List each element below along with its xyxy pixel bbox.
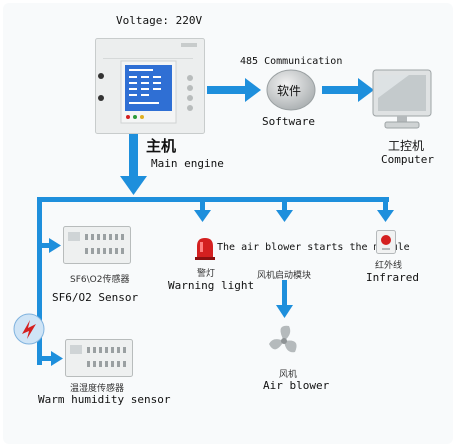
warning-label-zh: 警灯 <box>197 269 216 279</box>
arrow-head-sf6 <box>49 238 61 253</box>
warning-label-en: Warning light <box>168 279 255 292</box>
branch-warning <box>200 200 205 212</box>
arrow-head-humidity <box>51 351 63 366</box>
fan-icon <box>265 322 303 360</box>
arrow-head-blower <box>276 305 293 318</box>
computer-label-en: Computer <box>381 153 434 166</box>
controller-label-en: Main engine <box>151 157 224 170</box>
branch-infrared <box>383 200 388 212</box>
module-label-zh: 风机启动模块 <box>257 271 312 281</box>
arrow-shaft-to-software <box>207 86 247 94</box>
software-circle-icon <box>265 68 317 112</box>
branch-blower <box>282 280 287 308</box>
humidity-label-zh: 温湿度传感器 <box>70 384 125 394</box>
infrared-label-zh: 红外线 <box>375 261 403 271</box>
sf6-label-en: SF6/O2 Sensor <box>52 291 139 304</box>
branch-module <box>282 200 287 212</box>
watermark-logo-icon <box>12 312 46 346</box>
arrow-head-warning <box>194 210 211 222</box>
branch-humidity <box>37 356 53 361</box>
software-label: Software <box>262 115 315 128</box>
arrow-shaft-down <box>129 134 138 178</box>
sf6-sensor-icon <box>63 226 131 264</box>
warning-light-icon <box>194 236 216 260</box>
arrow-head-infrared <box>377 210 394 222</box>
arrow-shaft-to-computer <box>322 86 360 94</box>
bus-line <box>37 197 389 202</box>
computer-label-zh: 工控机 <box>388 139 425 153</box>
monitor-icon <box>369 68 435 132</box>
infrared-sensor-icon <box>376 230 396 254</box>
sf6-label-zh: SF6\O2传感器 <box>70 275 130 285</box>
infrared-label-en: Infrared <box>366 271 419 284</box>
humidity-sensor-icon <box>65 339 133 377</box>
controller-panel-icon <box>95 38 205 134</box>
branch-sf6 <box>37 243 51 248</box>
left-vertical-line <box>37 197 42 365</box>
arrow-head-to-computer <box>358 78 374 102</box>
humidity-label-en: Warm humidity sensor <box>38 393 171 406</box>
controller-label-zh: 主机 <box>146 137 177 155</box>
communication-label: 485 Communication <box>240 56 343 67</box>
module-label-en: The air blower starts the module <box>217 242 410 253</box>
software-badge: 软件 <box>277 84 302 98</box>
arrow-head-down <box>120 176 147 195</box>
blower-label-en: Air blower <box>263 379 330 392</box>
arrow-head-to-software <box>245 78 261 102</box>
blower-label-zh: 风机 <box>279 370 298 380</box>
arrow-head-module <box>276 210 293 222</box>
voltage-label: Voltage: 220V <box>116 14 203 27</box>
